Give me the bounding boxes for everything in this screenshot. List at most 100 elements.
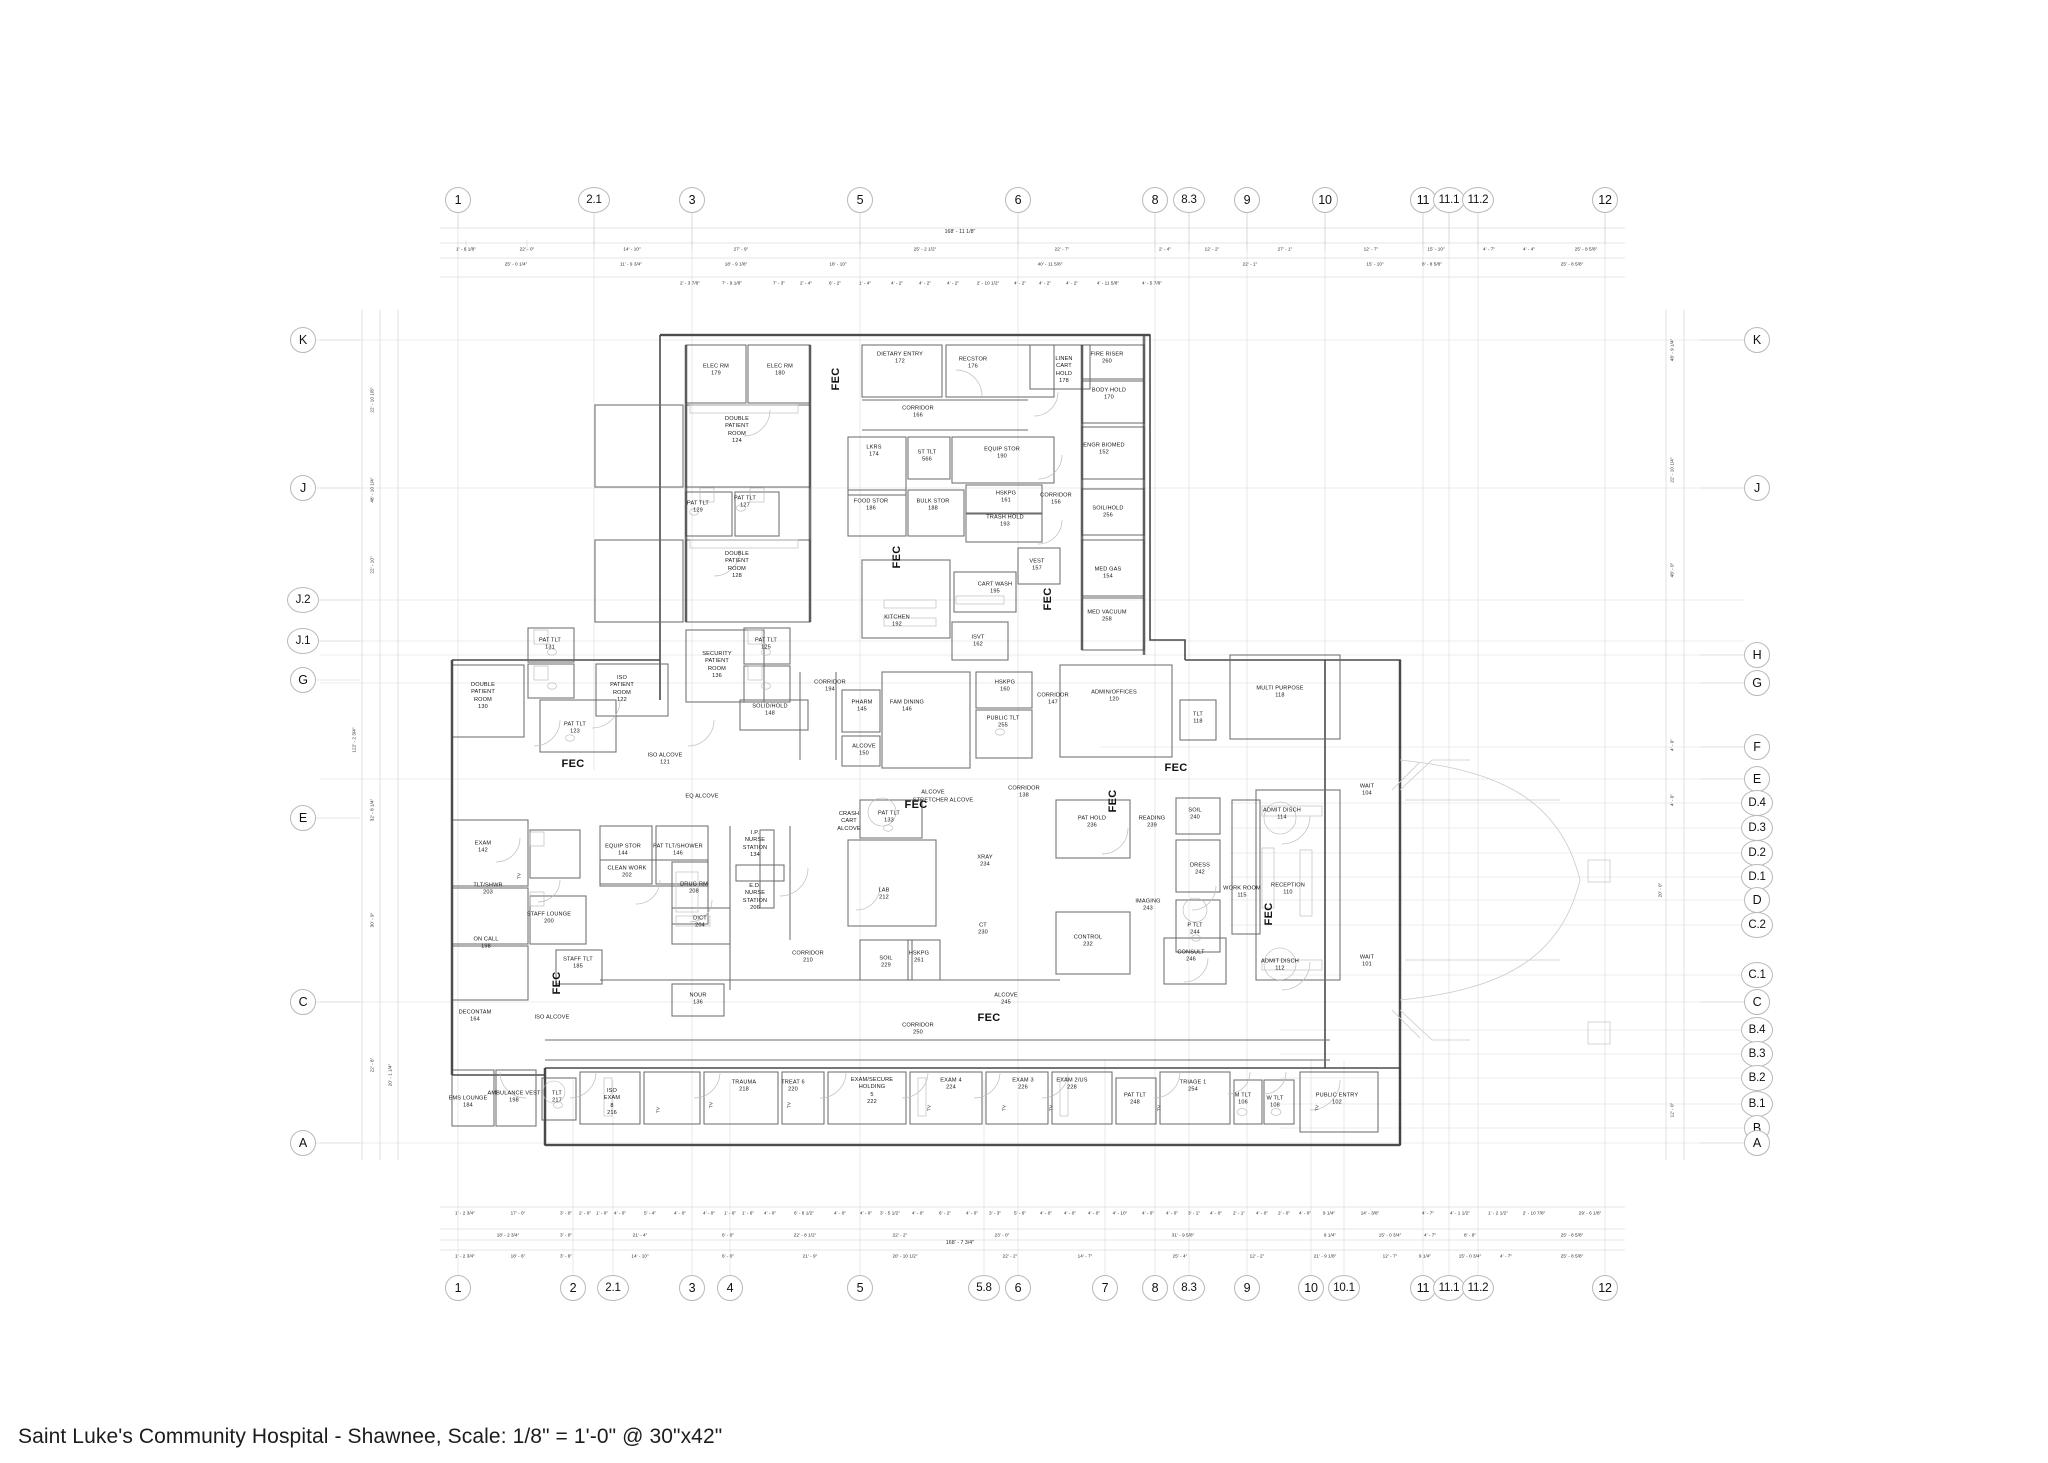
- grid-bubble-right-C-1: C.1: [1741, 962, 1773, 988]
- dimension-text: 4' - 7": [1423, 1232, 1437, 1238]
- dimension-text: 15' - 10": [1366, 261, 1384, 267]
- grid-bubble-top-10: 10: [1312, 187, 1338, 213]
- grid-bubble-bottom-5-8: 5.8: [968, 1275, 1000, 1301]
- grid-bubble-right-C: C: [1744, 989, 1770, 1015]
- dimension-text: 4' - 0": [833, 1210, 847, 1216]
- dimension-text: 4' - 7": [1482, 246, 1496, 252]
- dimension-text-vertical: 122' - 2 3/4": [351, 727, 357, 753]
- dimension-text: 18' - 2 3/4": [496, 1232, 520, 1238]
- dimension-text: 8' - 6": [1463, 1232, 1477, 1238]
- grid-bubble-bottom-8-3: 8.3: [1173, 1275, 1205, 1301]
- grid-lines: [320, 213, 1744, 1275]
- dimension-text: 25' - 4": [1172, 1253, 1188, 1259]
- dimension-text: 12' - 2": [1249, 1253, 1265, 1259]
- dimension-text: 4' - 0": [1298, 1210, 1312, 1216]
- dimension-text: 2' - 10 7/8": [1522, 1210, 1546, 1216]
- fec-marker: FEC: [904, 799, 928, 811]
- dimension-text: 9 1/4": [1322, 1210, 1336, 1216]
- dimension-text: 4' - 4": [1522, 246, 1536, 252]
- dimension-text: 6' - 0": [721, 1232, 735, 1238]
- dimension-text-vertical: 48' - 0": [1669, 562, 1675, 578]
- grid-bubble-top-6: 6: [1005, 187, 1031, 213]
- dimension-text: 14' - 3/8": [1360, 1210, 1380, 1216]
- dimension-text: 1' - 2 3/4": [455, 1253, 475, 1259]
- dimension-text: 17' - 0": [510, 1210, 526, 1216]
- casework: [603, 404, 1323, 1117]
- dimension-text: 7' - 3": [772, 280, 786, 286]
- dimension-text: 3' - 0": [559, 1232, 573, 1238]
- grid-bubble-bottom-11-2: 11.2: [1462, 1275, 1494, 1301]
- dimension-text: 1' - 6": [741, 1210, 755, 1216]
- dimension-text: 4' - 2": [918, 280, 932, 286]
- grid-bubble-right-B-1: B.1: [1741, 1091, 1773, 1117]
- dimension-text: 2' - 3 7/8": [680, 280, 700, 286]
- dimension-text: 4' - 0": [1141, 1210, 1155, 1216]
- grid-bubble-bottom-10-1: 10.1: [1328, 1275, 1360, 1301]
- dimension-text: 7' - 9 1/8": [722, 280, 742, 286]
- grid-bubble-left-K: K: [290, 327, 316, 353]
- dimension-text: 4' - 0": [673, 1210, 687, 1216]
- dimension-text: 4' - 1 1/2": [1450, 1210, 1470, 1216]
- dimension-text: 3' - 1": [1187, 1210, 1201, 1216]
- dimension-lines: [361, 227, 1685, 1251]
- tv-tag: TV: [656, 1106, 662, 1114]
- fec-marker: FEC: [551, 971, 563, 995]
- dimension-text: 6' - 8 1/2": [794, 1210, 814, 1216]
- fec-marker: FEC: [1042, 587, 1054, 611]
- grid-bubble-top-3: 3: [679, 187, 705, 213]
- dimension-text: 4' - 7": [1499, 1253, 1513, 1259]
- grid-bubble-top-11: 11: [1410, 187, 1436, 213]
- dimension-text: 27' - 9": [733, 246, 749, 252]
- dimension-text: 1' - 6": [723, 1210, 737, 1216]
- dimension-text: 6' - 2": [938, 1210, 952, 1216]
- fec-marker: FEC: [561, 758, 585, 770]
- dimension-text-vertical: 48' - 9 1/4": [1669, 338, 1675, 362]
- dimension-text: 12' - 7": [1363, 246, 1379, 252]
- fec-marker: FEC: [1263, 902, 1275, 926]
- dimension-text: 15' - 10": [1427, 246, 1445, 252]
- grid-bubble-top-8: 8: [1142, 187, 1168, 213]
- dimension-text: 22' - 8 1/2": [793, 1232, 817, 1238]
- dimension-text: 25' - 0 1/4": [504, 261, 528, 267]
- grid-bubble-top-9: 9: [1234, 187, 1260, 213]
- dimension-text: 18' - 10": [829, 261, 847, 267]
- dimension-text: 2' - 1": [1232, 1210, 1246, 1216]
- fec-marker: FEC: [1164, 762, 1188, 774]
- grid-bubble-left-C: C: [290, 989, 316, 1015]
- dimension-text: 3' - 3": [988, 1210, 1002, 1216]
- fec-marker: FEC: [1107, 789, 1119, 813]
- dimension-text: 4' - 7": [1421, 1210, 1435, 1216]
- dimension-text: 21' - 9 1/8": [1313, 1253, 1337, 1259]
- dimension-text: 2' - 0": [578, 1210, 592, 1216]
- dimension-text: 18' - 6": [510, 1253, 526, 1259]
- grid-bubble-right-D-3: D.3: [1741, 815, 1773, 841]
- dimension-text: 4' - 2": [946, 280, 960, 286]
- dimension-text: 168' - 11 1/8": [944, 229, 976, 235]
- dimension-text: 2' - 10 1/2": [976, 280, 1000, 286]
- grid-bubble-right-J: J: [1744, 475, 1770, 501]
- dimension-text: 4' - 0": [911, 1210, 925, 1216]
- dimension-text-vertical: 20' - 1 1/4": [387, 1063, 393, 1087]
- dimension-text: 4' - 2": [1038, 280, 1052, 286]
- grid-bubble-bottom-5: 5: [847, 1275, 873, 1301]
- dimension-text: 2' - 4": [1158, 246, 1172, 252]
- dimension-text: 1' - 0": [595, 1210, 609, 1216]
- grid-bubble-bottom-3: 3: [679, 1275, 705, 1301]
- grid-bubble-top-12: 12: [1592, 187, 1618, 213]
- grid-bubble-left-J-2: J.2: [287, 587, 319, 613]
- grid-bubble-left-E: E: [290, 805, 316, 831]
- dimension-text: 4' - 0": [965, 1210, 979, 1216]
- dimension-text: 5' - 4": [643, 1210, 657, 1216]
- dimension-text: 168' - 7 3/4": [945, 1240, 975, 1246]
- grid-bubble-left-J: J: [290, 475, 316, 501]
- dimension-text-vertical: 20' - 0": [1657, 882, 1663, 898]
- grid-bubble-left-G: G: [290, 667, 316, 693]
- dimension-text-vertical: 30' - 9": [369, 912, 375, 928]
- dimension-text: 1' - 4": [858, 280, 872, 286]
- dimension-text: 2' - 0": [1277, 1210, 1291, 1216]
- grid-bubble-right-G: G: [1744, 670, 1770, 696]
- dimension-text: 40' - 11 5/8": [1037, 261, 1063, 267]
- dimension-text-vertical: 22' - 8": [369, 1057, 375, 1073]
- dimension-text: 4' - 0": [859, 1210, 873, 1216]
- dimension-text: 4' - 10": [1112, 1210, 1128, 1216]
